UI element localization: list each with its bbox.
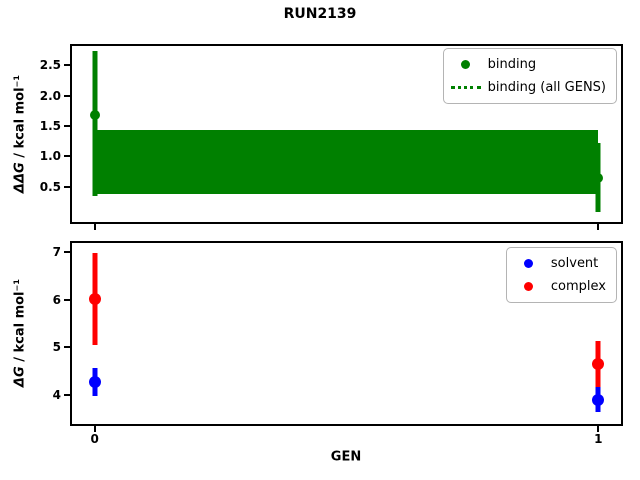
y-tick-label: 2.0 [39,88,61,103]
data-point-binding-gen1 [593,172,604,183]
y-tick-label: 6 [52,292,61,307]
top-axes: binding binding (all GENS) 0.5 1.0 1.5 2.0 2… [40,44,623,230]
y-tick-label: 0.5 [39,179,61,194]
y-tick-mark [64,185,70,188]
bottom-y-axis-label: ΔG / kcal mol⁻¹ [13,279,28,387]
delta-delta-g-text: ΔΔG [12,162,28,194]
units-text: / kcal mol⁻¹ [12,278,28,367]
y-tick-label: 1.5 [39,119,61,134]
binding-dot-icon [461,60,471,69]
top-y-axis-label: ΔΔG / kcal mol⁻¹ [13,75,28,193]
y-tick-label: 7 [52,245,61,260]
data-point-complex-gen1 [592,357,605,370]
y-tick-mark [64,94,70,97]
top-legend: binding binding (all GENS) [442,48,617,104]
y-tick-mark [64,298,70,301]
y-tick-label: 1.0 [39,149,61,164]
delta-g-text: ΔG [12,366,28,388]
figure-title: RUN2139 [283,6,357,22]
y-tick-label: 5 [52,340,61,355]
y-tick-mark [64,125,70,128]
y-tick-mark [64,155,70,158]
solvent-dot-icon [524,259,534,268]
x-tick-label: 1 [594,432,603,446]
units-text: / kcal mol⁻¹ [12,74,28,163]
y-tick-label: 4 [52,387,61,402]
bottom-legend: solvent complex [505,247,617,303]
data-point-solvent-gen0 [88,376,101,389]
x-tick-mark [597,426,600,432]
confidence-band-binding-all-gens- [94,130,599,195]
bottom-axes: solvent complex 4 5 6 7 0 1 [53,241,623,446]
y-tick-mark [64,251,70,254]
y-tick-mark [64,393,70,396]
y-tick-label: 2.5 [39,58,61,73]
legend-label-complex: complex [550,279,606,294]
legend-label-binding-all-gens: binding (all GENS) [487,80,606,95]
error-bar-binding-gen0 [92,50,98,196]
y-tick-mark [64,64,70,67]
legend-marker-cell [444,60,488,69]
legend-marker-cell [444,86,488,89]
dotted-line-icon [450,86,481,89]
legend-marker-cell [507,282,551,291]
x-tick-mark [93,224,96,230]
data-point-binding-gen0 [89,109,100,120]
x-axis-label: GEN [330,449,362,465]
x-tick-mark [93,426,96,432]
data-point-complex-gen0 [88,293,101,306]
x-tick-mark [597,224,600,230]
data-point-solvent-gen1 [592,393,605,406]
x-tick-label: 0 [90,432,99,446]
legend-entry-binding: binding [444,53,606,76]
legend-label-solvent: solvent [550,256,599,271]
legend-marker-cell [507,259,551,268]
legend-entry-solvent: solvent [507,252,606,275]
legend-label-binding: binding [487,57,537,72]
complex-dot-icon [524,282,534,291]
y-tick-mark [64,346,70,349]
legend-entry-binding-all-gens: binding (all GENS) [444,76,606,99]
legend-entry-complex: complex [507,275,606,298]
